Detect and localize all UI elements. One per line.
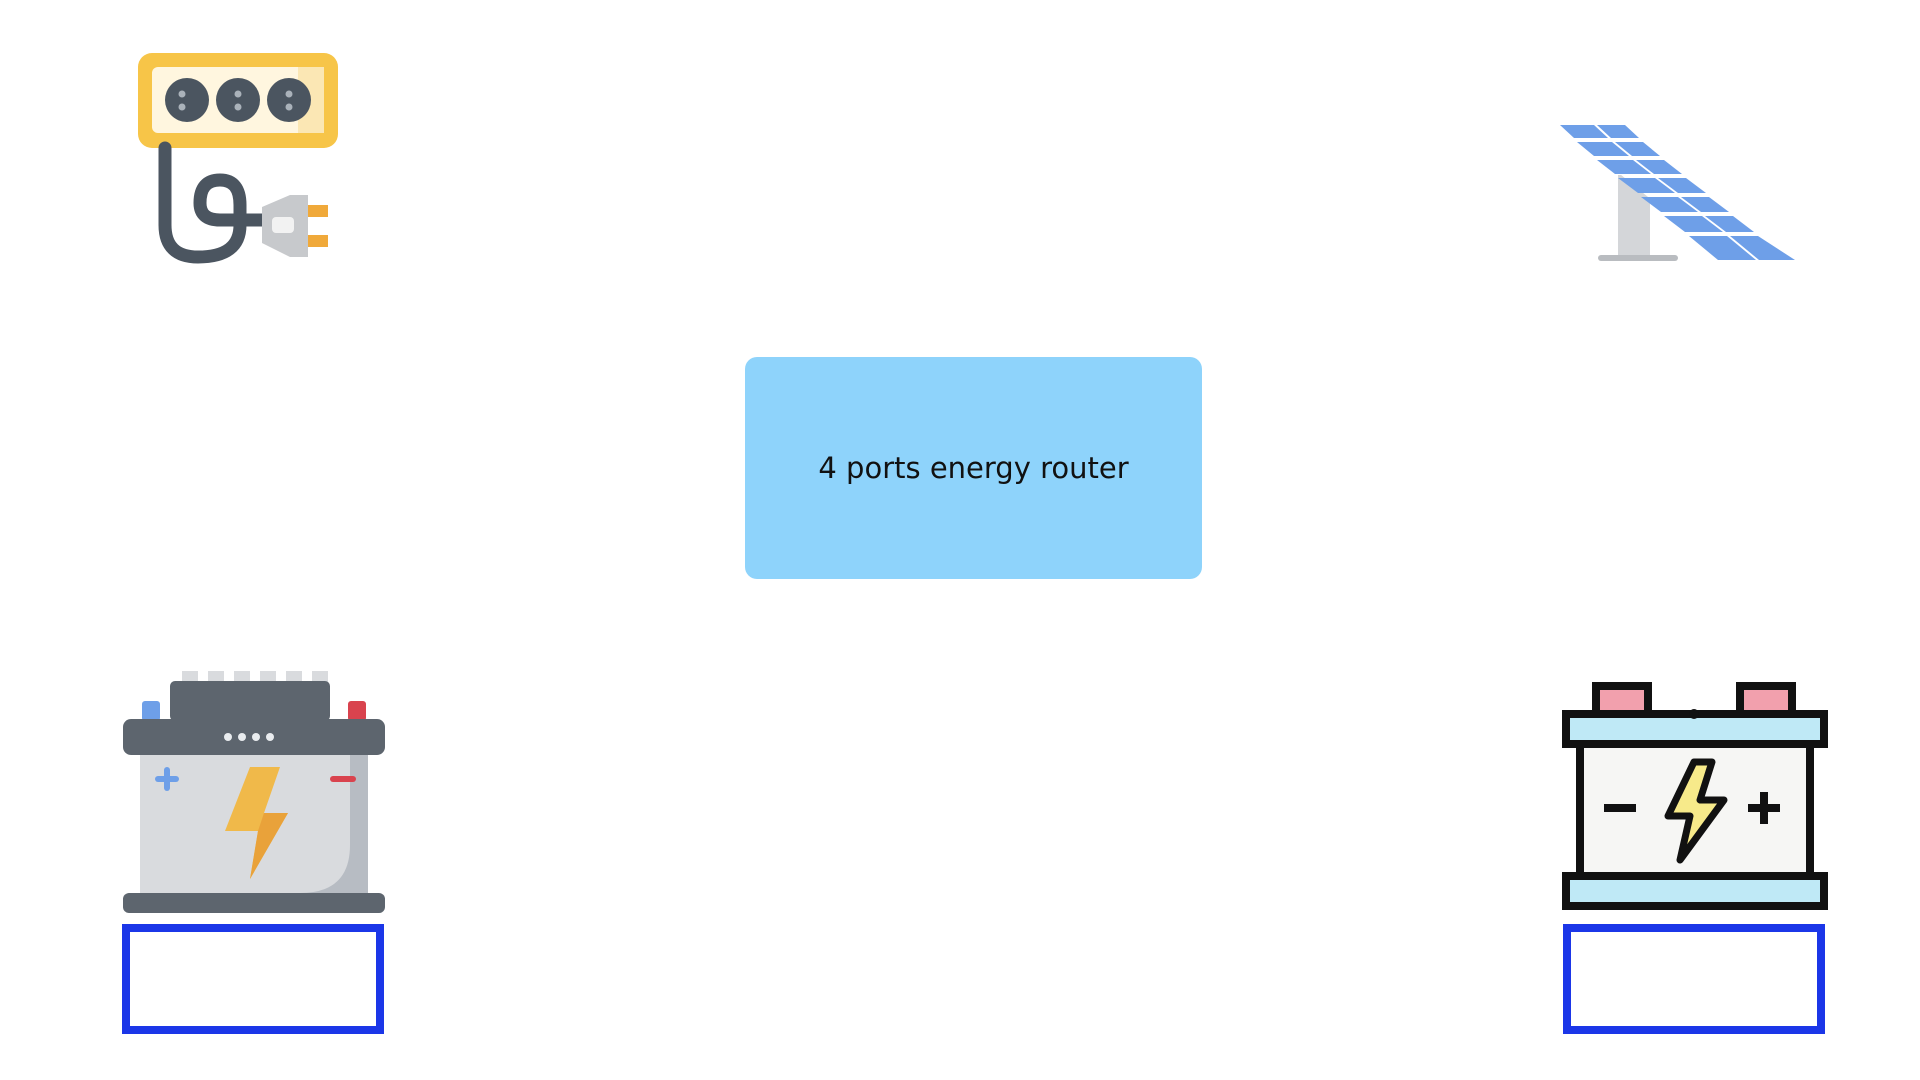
solar-panel-icon [1560,115,1800,265]
car-battery-label-box [122,924,384,1034]
energy-router-label: 4 ports energy router [818,451,1129,485]
energy-router-node: 4 ports energy router [745,357,1202,579]
car-battery-icon [120,665,390,920]
battery-outline-icon [1560,680,1830,920]
power-strip-icon [130,45,360,270]
battery-outline-label-box [1563,924,1825,1034]
